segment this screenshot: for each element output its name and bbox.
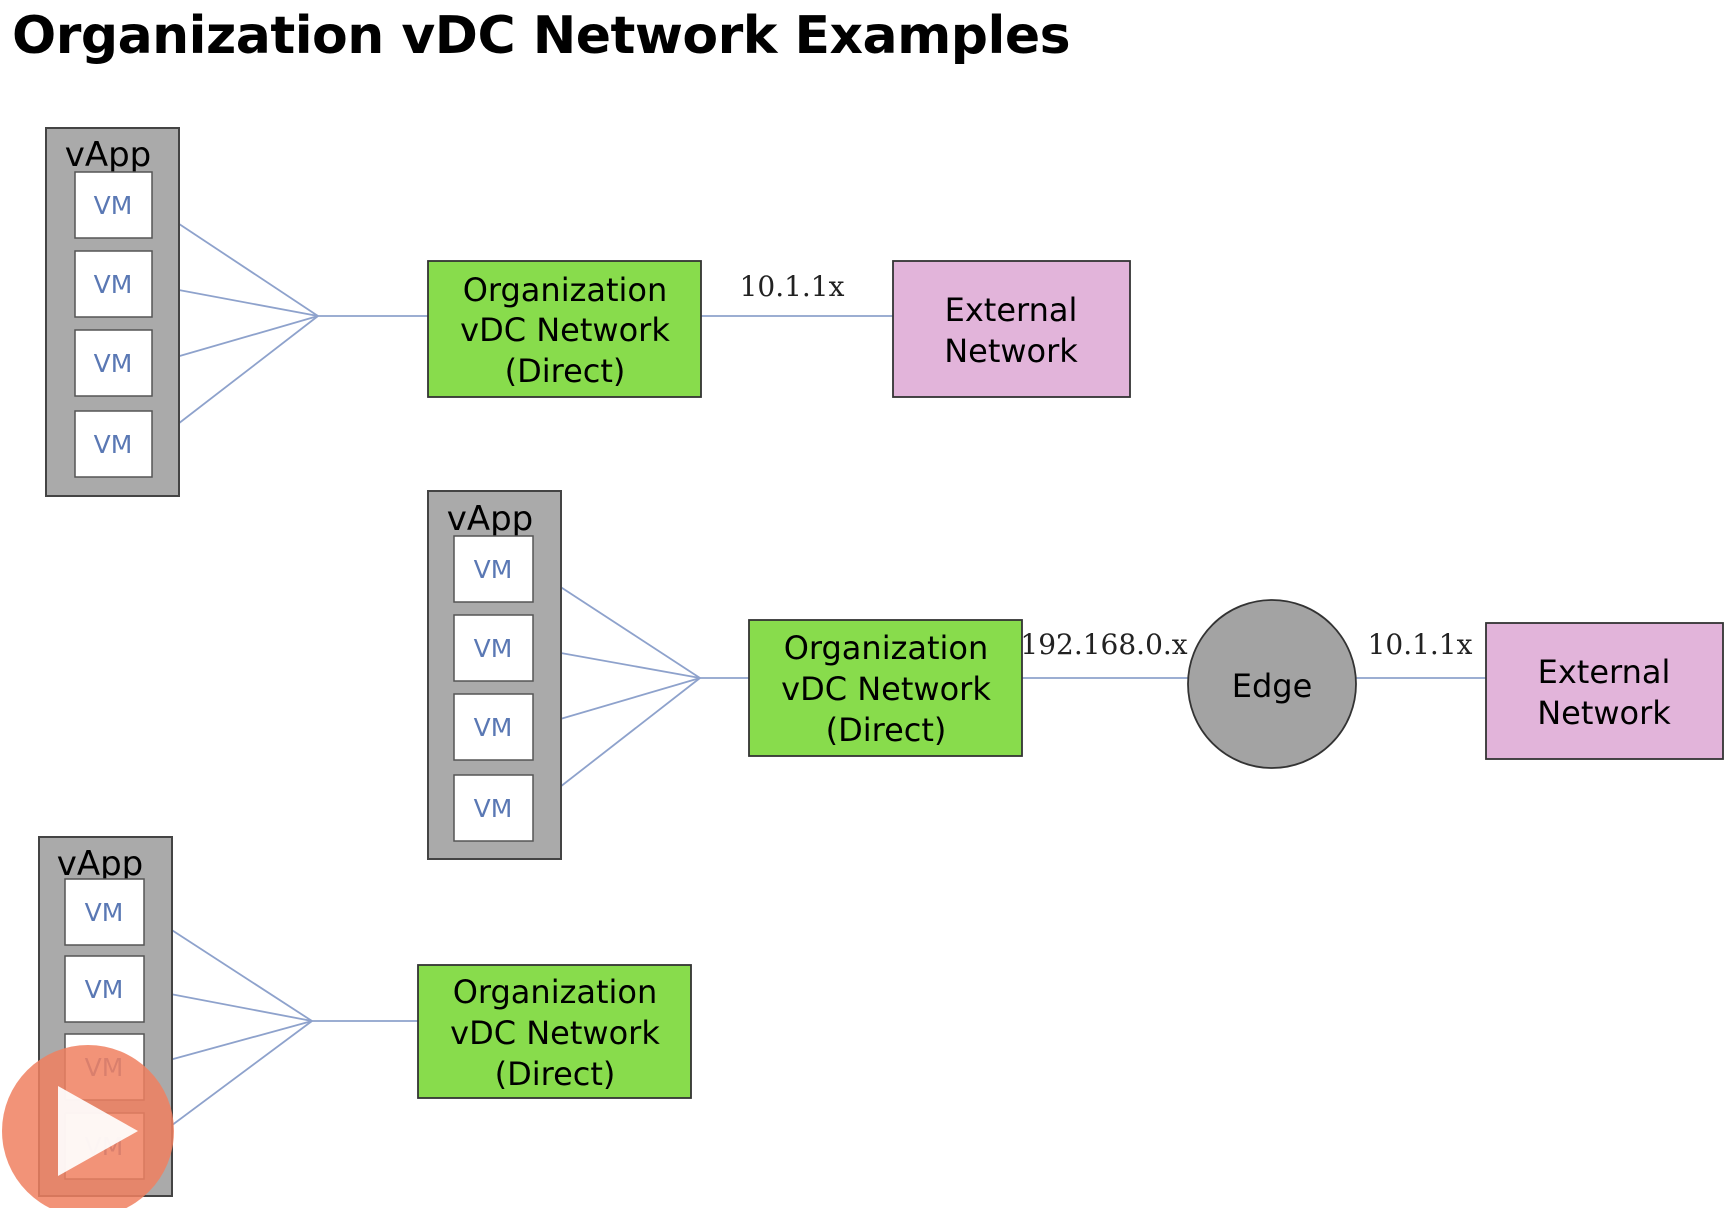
vm-box[interactable]: VM: [74, 171, 153, 239]
vm-label: VM: [85, 975, 124, 1004]
vm-label: VM: [94, 430, 133, 459]
vm-box[interactable]: VM: [453, 693, 534, 761]
org-vdc-network-box[interactable]: Organization vDC Network (Direct): [417, 964, 692, 1099]
org-network-line-3: (Direct): [495, 1055, 616, 1093]
org-network-line-3: (Direct): [505, 352, 626, 390]
vm-box[interactable]: VM: [453, 774, 534, 842]
vm-label: VM: [474, 713, 513, 742]
external-network-box[interactable]: External Network: [892, 260, 1131, 398]
vm-box[interactable]: VM: [453, 614, 534, 682]
vapp-container[interactable]: vApp VM VM VM VM: [45, 127, 180, 497]
vm-links: [143, 911, 418, 1147]
org-network-line-2: vDC Network: [460, 311, 670, 349]
vm-label: VM: [474, 555, 513, 584]
external-network-box[interactable]: External Network: [1485, 622, 1724, 760]
page-title: Organization vDC Network Examples: [12, 6, 1071, 66]
org-network-line-2: vDC Network: [781, 670, 991, 708]
vm-box[interactable]: VM: [64, 955, 145, 1023]
vm-box[interactable]: VM: [453, 535, 534, 603]
external-network-line-1: External: [1538, 653, 1671, 691]
play-icon: [58, 1086, 138, 1176]
vm-label: VM: [94, 349, 133, 378]
vm-links: [532, 568, 749, 809]
vm-label: VM: [85, 898, 124, 927]
org-vdc-network-box[interactable]: Organization vDC Network (Direct): [427, 260, 702, 398]
org-network-line-1: Organization: [463, 271, 668, 309]
org-network-line-3: (Direct): [826, 711, 947, 749]
external-ip-range-label: 10.1.1x: [1368, 628, 1473, 661]
edge-label: Edge: [1232, 667, 1313, 705]
external-network-line-1: External: [945, 291, 1078, 329]
internal-ip-range-label: 192.168.0.x: [1020, 628, 1187, 661]
edge-gateway[interactable]: Edge: [1187, 599, 1357, 769]
vapp-container[interactable]: vApp VM VM VM VM: [427, 490, 562, 860]
vm-box[interactable]: VM: [64, 878, 145, 946]
vm-box[interactable]: VM: [74, 410, 153, 478]
external-network-line-2: Network: [944, 332, 1078, 370]
org-vdc-network-box[interactable]: Organization vDC Network (Direct): [748, 619, 1023, 757]
vapp-label: vApp: [57, 844, 144, 884]
example-edge-routed: vApp VM VM VM VM Organization vDC Networ…: [427, 490, 1724, 860]
vm-label: VM: [474, 634, 513, 663]
play-button[interactable]: [2, 1045, 174, 1208]
ip-range-label: 10.1.1x: [740, 270, 845, 303]
external-network-line-2: Network: [1537, 694, 1671, 732]
example-direct-external: vApp VM VM VM VM Organization vDC Networ…: [45, 127, 1131, 497]
vm-label: VM: [94, 191, 133, 220]
org-network-line-1: Organization: [453, 973, 658, 1011]
vapp-label: vApp: [447, 499, 534, 539]
vm-links: [151, 205, 428, 445]
vm-label: VM: [474, 794, 513, 823]
org-network-line-2: vDC Network: [450, 1014, 660, 1052]
vm-box[interactable]: VM: [74, 250, 153, 318]
vapp-label: vApp: [65, 135, 152, 175]
vm-box[interactable]: VM: [74, 329, 153, 397]
org-network-line-1: Organization: [784, 629, 989, 667]
vm-label: VM: [94, 270, 133, 299]
